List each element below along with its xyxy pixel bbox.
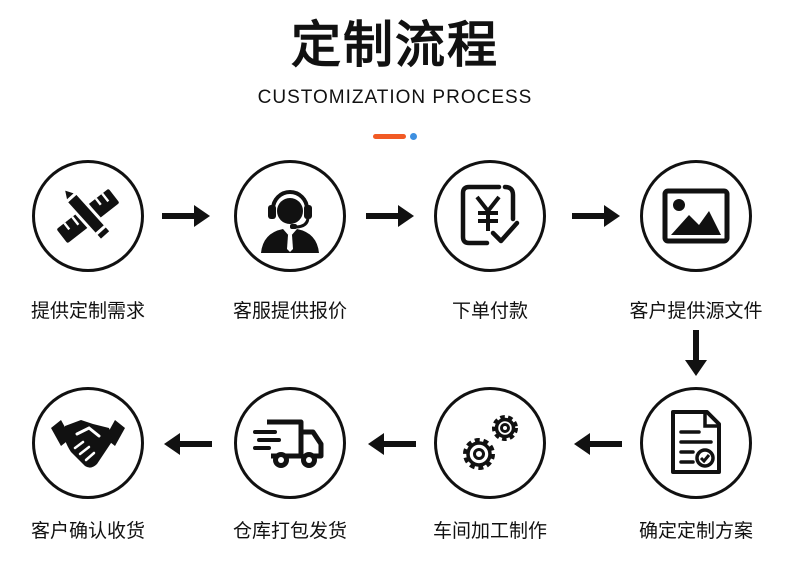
page-subtitle: CUSTOMIZATION PROCESS [257,87,533,108]
arrow-left-icon [368,433,416,455]
customer-service-icon [261,190,319,253]
step-6-label: 车间加工制作 [432,520,547,542]
handshake-icon [51,420,125,468]
step-1-icon-circle [32,160,144,272]
step-4-icon-circle [640,160,752,272]
step-5-icon-circle [640,387,752,499]
yen-payment-icon [460,184,520,246]
arrow-right-icon [572,205,620,227]
pencil-ruler-icon [57,186,119,243]
step-8-label: 客户确认收货 [30,520,145,542]
arrow-left-icon [164,433,212,455]
step-3-label: 下单付款 [451,300,528,322]
image-file-icon [662,188,730,244]
step-2-label: 客服提供报价 [232,300,347,322]
arrow-down-icon [685,330,707,376]
delivery-truck-icon [253,419,324,468]
step-2-icon-circle [234,160,346,272]
step-4-label: 客户提供源文件 [629,300,763,322]
accent-dash-orange [373,134,406,139]
step-3-icon-circle [434,160,546,272]
step-8-icon-circle [32,387,144,499]
page-title: 定制流程 [291,16,499,74]
step-6-icon-circle [434,387,546,499]
step-5-label: 确定定制方案 [638,520,753,542]
step-7-label: 仓库打包发货 [232,520,347,542]
arrow-right-icon [366,205,414,227]
gears-icon [463,415,518,470]
arrow-left-icon [574,433,622,455]
arrow-right-icon [162,205,210,227]
step-1-label: 提供定制需求 [30,300,145,322]
step-7-icon-circle [234,387,346,499]
document-check-icon [671,410,721,474]
accent-dot-blue [410,133,417,140]
